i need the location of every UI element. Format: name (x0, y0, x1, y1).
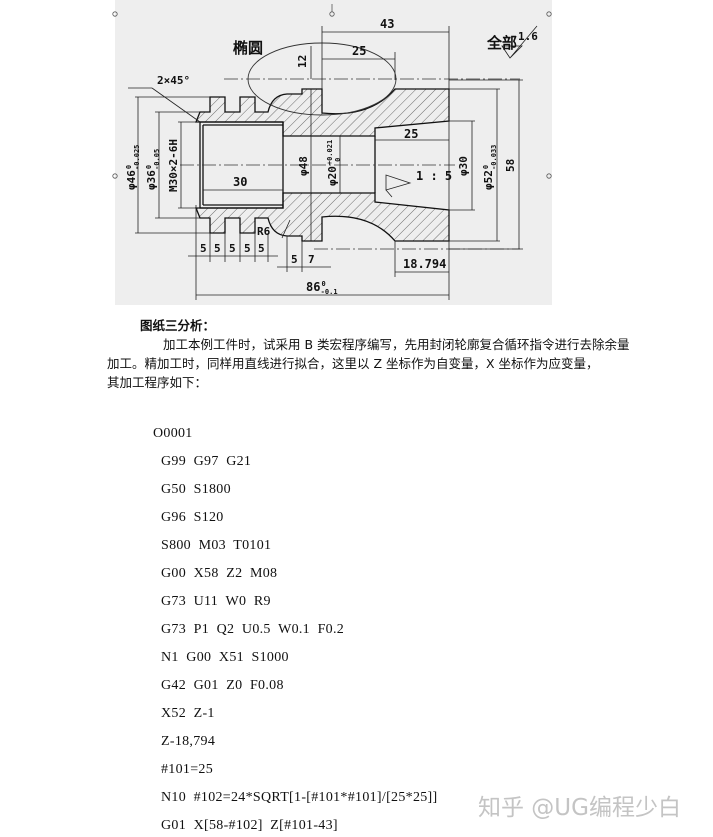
dim-18-794: 18.794 (403, 257, 446, 271)
groove-dim: 5 (229, 242, 236, 255)
dim-5: 5 (291, 253, 298, 266)
program-line: G73 U11 W0 R9 (161, 594, 271, 609)
program-line: G99 G97 G21 (161, 454, 252, 469)
dim-25-cone: 25 (404, 127, 418, 141)
drawing-background (115, 0, 552, 305)
program-line: N1 G00 X51 S1000 (161, 650, 289, 665)
dim-30: 30 (233, 175, 247, 189)
dimension-text: 椭圆 全部 1.6 2×45° 43 25 12 25 1 : 5 30 φ46… (125, 17, 538, 296)
analysis-line: 加工。精加工时，同样用直线进行拟合，这里以 Z 坐标作为自变量，X 坐标作为应变… (107, 356, 599, 371)
taper-label: 1 : 5 (416, 169, 452, 183)
dim-86: 860-0.1 (306, 280, 338, 296)
groove-dim: 5 (214, 242, 221, 255)
program-line: O0001 (153, 426, 193, 441)
surface-finish-label: 全部 (486, 34, 517, 52)
program-line: Z-18,794 (161, 734, 216, 749)
groove-dim: 5 (200, 242, 207, 255)
part-section (195, 88, 450, 242)
program-line: G96 S120 (161, 510, 224, 525)
program-line: S800 M03 T0101 (161, 538, 272, 553)
radius-r6: R6 (257, 225, 271, 238)
dim-phi20: φ20+0.0210 (326, 140, 342, 186)
dim-12: 12 (296, 55, 309, 68)
dim-phi30: φ30 (457, 156, 470, 176)
dim-phi36: φ360-0.05 (145, 149, 161, 190)
dim-7: 7 (308, 253, 315, 266)
watermark: 知乎 @UG编程少白 (478, 795, 681, 821)
program-line: G00 X58 Z2 M08 (161, 566, 278, 581)
corner-markers (112, 4, 552, 179)
analysis-heading: 图纸三分析： (140, 318, 216, 333)
ellipse-label: 椭圆 (233, 39, 263, 57)
program-line: G01 X[58-#102] Z[#101-43] (161, 818, 338, 833)
program-line: N10 #102=24*SQRT[1-[#101*#101]/[25*25]] (161, 790, 438, 805)
chamfer-label: 2×45° (157, 74, 190, 87)
bore-lines (199, 121, 376, 209)
dim-phi46: φ460-0.025 (125, 145, 141, 190)
program-line: G50 S1800 (161, 482, 231, 497)
dim-phi48: φ48 (297, 156, 310, 176)
part-drawing: 椭圆 全部 1.6 2×45° 43 25 12 25 1 : 5 30 φ46… (112, 0, 552, 305)
dim-58: 58 (504, 159, 517, 172)
program-line: #101=25 (161, 762, 213, 777)
analysis-line: 加工本例工件时，试采用 B 类宏程序编写，先用封闭轮廓复合循环指令进行去除余量 (163, 337, 630, 352)
dim-43: 43 (380, 17, 394, 31)
program-line: X52 Z-1 (161, 706, 215, 721)
dim-25-top: 25 (352, 44, 366, 58)
program-line: G42 G01 Z0 F0.08 (161, 678, 284, 693)
dimension-lines (128, 25, 538, 300)
groove-dim: 5 (258, 242, 265, 255)
dim-phi52: φ520-0.033 (482, 145, 498, 190)
program-line: G73 P1 Q2 U0.5 W0.1 F0.2 (161, 622, 345, 637)
analysis-line: 其加工程序如下： (107, 375, 208, 390)
roughness-value: 1.6 (518, 30, 538, 43)
groove-dim: 5 (244, 242, 251, 255)
thread-spec: M30×2-6H (167, 139, 180, 192)
